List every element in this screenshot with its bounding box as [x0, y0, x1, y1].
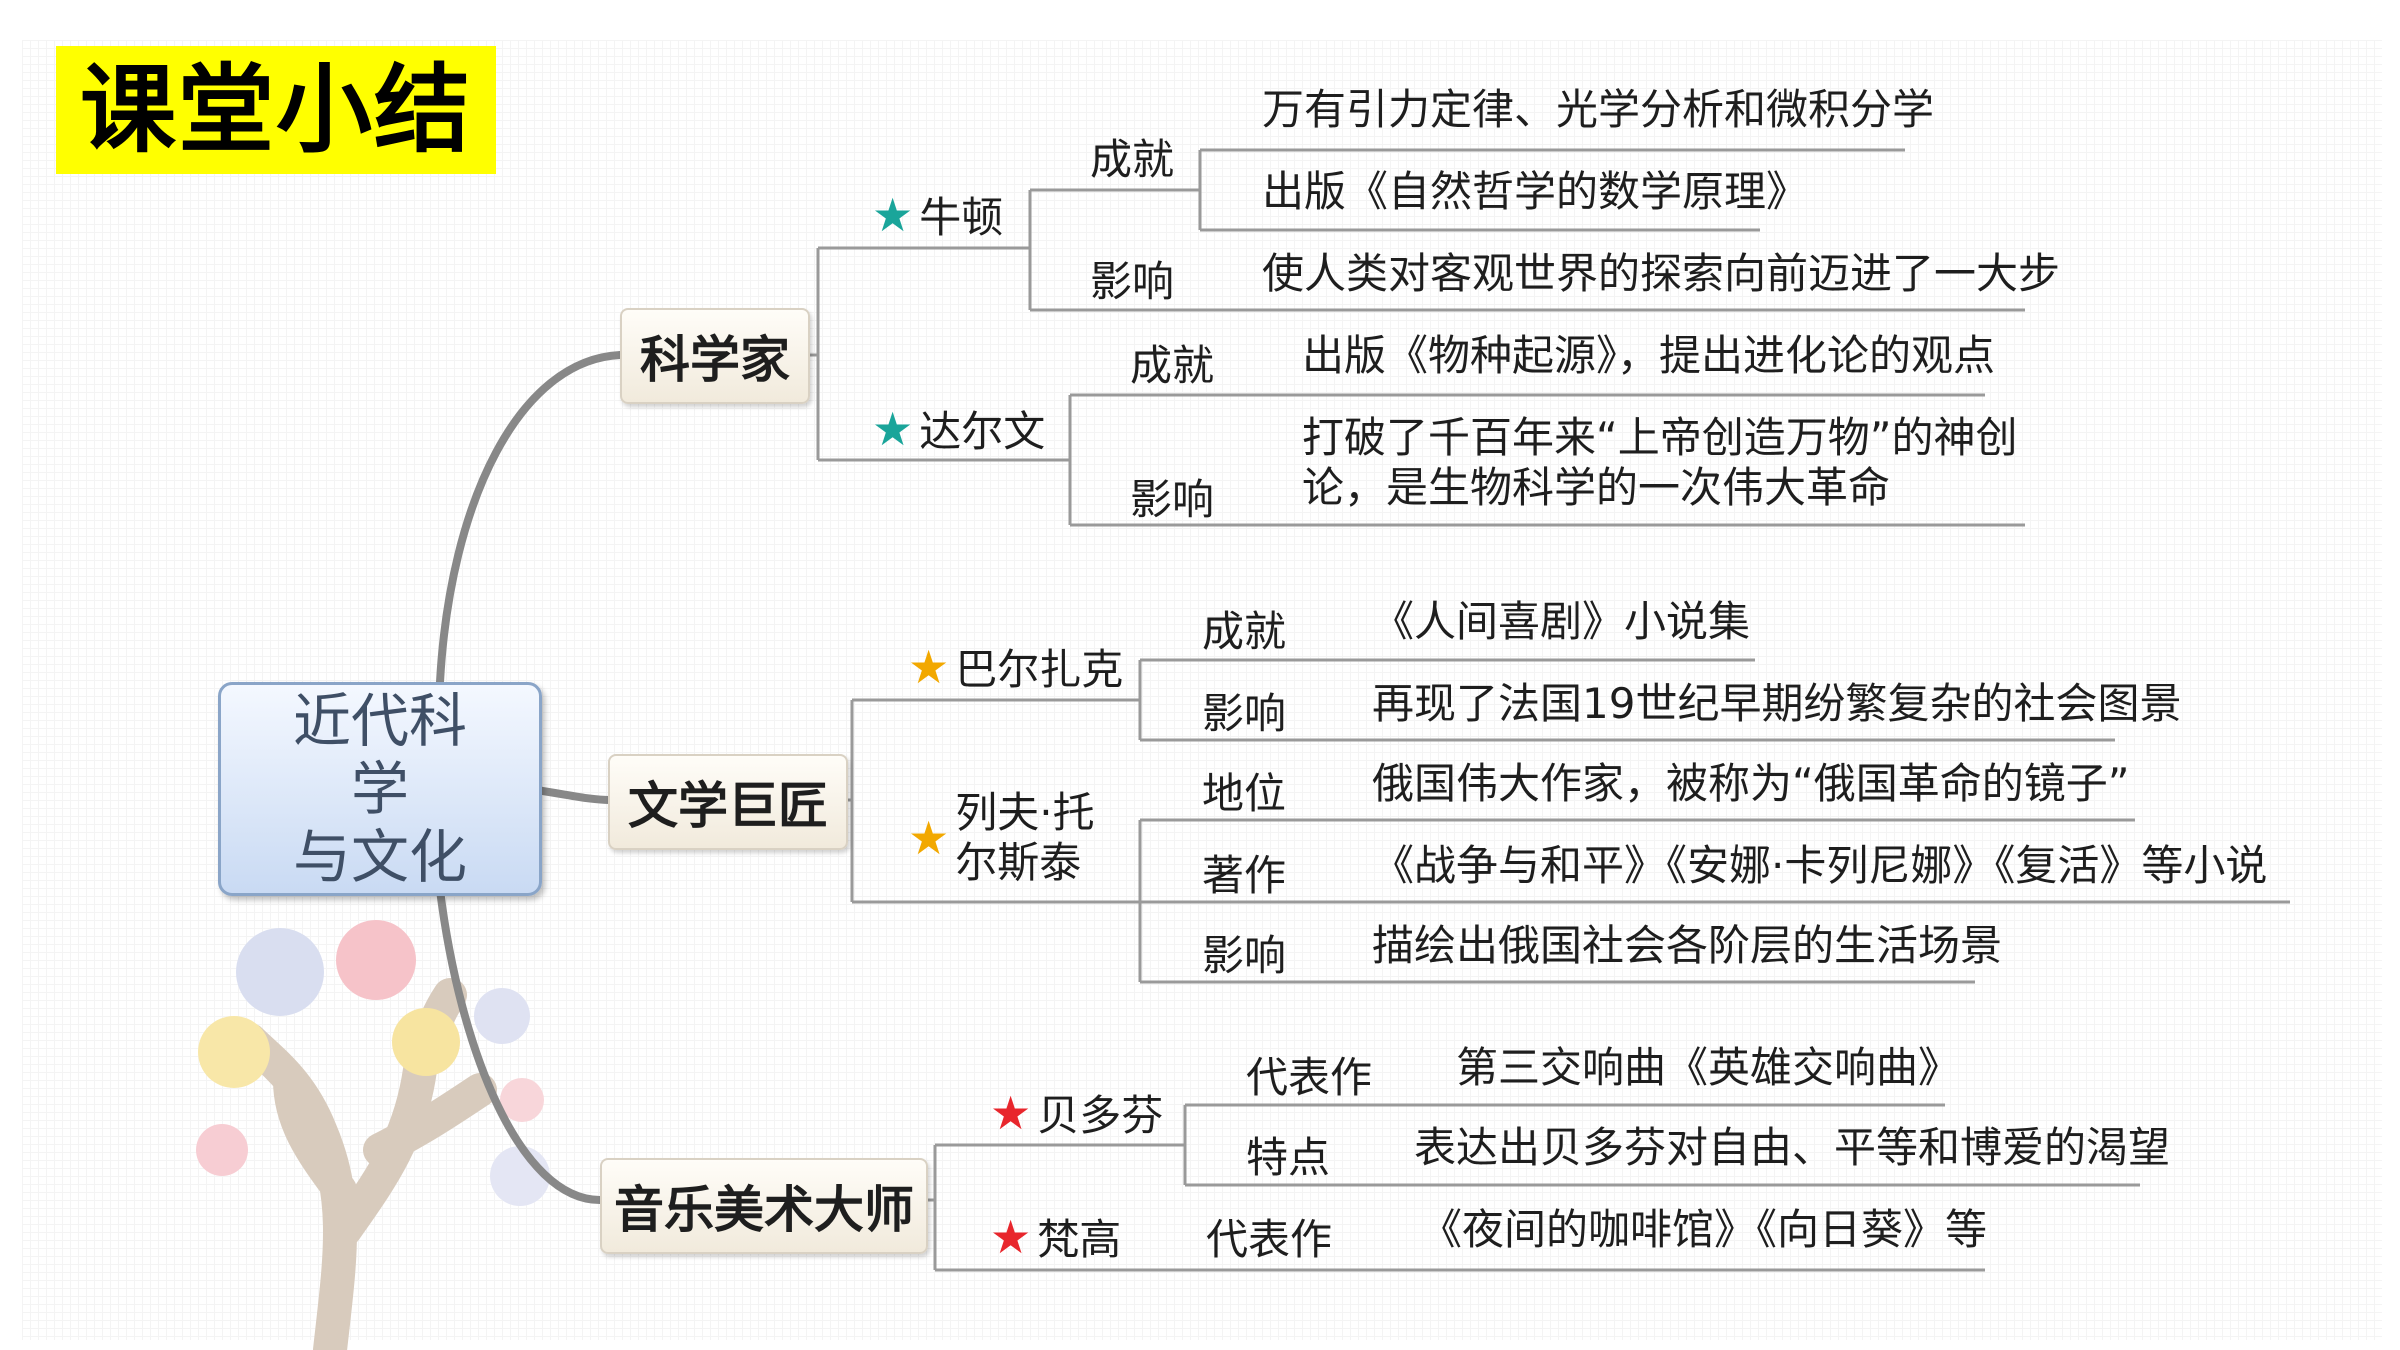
balzac-achievement: 《人间喜剧》小说集 — [1372, 597, 1751, 646]
star-icon: ★ — [908, 639, 950, 694]
balzac-influence-label: 影响 — [1202, 689, 1287, 738]
newton-influence-label: 影响 — [1090, 257, 1175, 306]
category-literature: 文学巨匠 — [608, 754, 848, 850]
star-icon: ★ — [872, 401, 914, 456]
tolstoy-status: 俄国伟大作家，被称为“俄国革命的镜子” — [1372, 759, 2130, 808]
beethoven-works: 第三交响曲《英雄交响曲》 — [1456, 1043, 1961, 1092]
tolstoy-name-line1: 列夫·托 — [955, 788, 1095, 837]
vangogh-works-label: 代表作 — [1206, 1215, 1333, 1264]
newton-influence: 使人类对客观世界的探索向前迈进了一大步 — [1262, 249, 2061, 298]
newton-achievement-1: 万有引力定律、光学分析和微积分学 — [1262, 85, 1935, 134]
newton-achievement-label: 成就 — [1090, 135, 1175, 184]
vangogh-name: 梵高 — [1037, 1215, 1122, 1264]
slide-title: 课堂小结 — [56, 46, 496, 174]
darwin-influence-line2: 论，是生物科学的一次伟大革命 — [1302, 463, 1891, 512]
vangogh-works: 《夜间的咖啡馆》《向日葵》等 — [1420, 1205, 1988, 1254]
darwin-influence-line1: 打破了千百年来“上帝创造万物”的神创 — [1302, 413, 2018, 462]
root-topic-line2: 与文化 — [292, 823, 467, 891]
tolstoy-works: 《战争与和平》《安娜·卡列尼娜》《复活》等小说 — [1372, 841, 2268, 890]
beethoven-name: 贝多芬 — [1037, 1091, 1164, 1140]
node-beethoven: ★ 贝多芬 — [990, 1082, 1163, 1143]
balzac-influence: 再现了法国19世纪早期纷繁复杂的社会图景 — [1372, 679, 2182, 728]
tolstoy-influence-label: 影响 — [1202, 931, 1287, 980]
star-icon: ★ — [990, 1209, 1032, 1264]
star-icon: ★ — [872, 187, 914, 242]
darwin-name: 达尔文 — [919, 407, 1046, 456]
balzac-name: 巴尔扎克 — [955, 645, 1124, 694]
tolstoy-status-label: 地位 — [1202, 769, 1287, 818]
decorative-tree-illustration — [196, 920, 550, 1350]
node-darwin: ★ 达尔文 — [872, 398, 1045, 459]
darwin-achievement: 出版《物种起源》，提出进化论的观点 — [1302, 331, 1996, 380]
node-newton: ★ 牛顿 — [872, 184, 1003, 245]
newton-achievement-2: 出版《自然哲学的数学原理》 — [1262, 167, 1809, 216]
node-vangogh: ★ 梵高 — [990, 1206, 1121, 1267]
star-icon: ★ — [990, 1085, 1032, 1140]
tolstoy-works-label: 著作 — [1202, 851, 1287, 900]
beethoven-works-label: 代表作 — [1246, 1053, 1373, 1102]
star-icon: ★ — [908, 811, 950, 865]
tolstoy-name-line2: 尔斯泰 — [955, 838, 1082, 887]
node-tolstoy: ★ 列夫·托 尔斯泰 — [908, 788, 1095, 888]
darwin-influence-label: 影响 — [1130, 475, 1215, 524]
balzac-achievement-label: 成就 — [1202, 607, 1287, 656]
root-topic-line1: 近代科学 — [292, 687, 467, 823]
root-topic: 近代科学 与文化 — [218, 682, 542, 896]
newton-name: 牛顿 — [919, 193, 1004, 242]
category-music-art: 音乐美术大师 — [600, 1158, 928, 1254]
darwin-achievement-label: 成就 — [1130, 341, 1215, 390]
beethoven-feature: 表达出贝多芬对自由、平等和博爱的渴望 — [1414, 1123, 2171, 1172]
beethoven-feature-label: 特点 — [1246, 1133, 1331, 1182]
tolstoy-influence: 描绘出俄国社会各阶层的生活场景 — [1372, 921, 2003, 970]
node-balzac: ★ 巴尔扎克 — [908, 636, 1123, 697]
category-scientists: 科学家 — [620, 308, 810, 404]
